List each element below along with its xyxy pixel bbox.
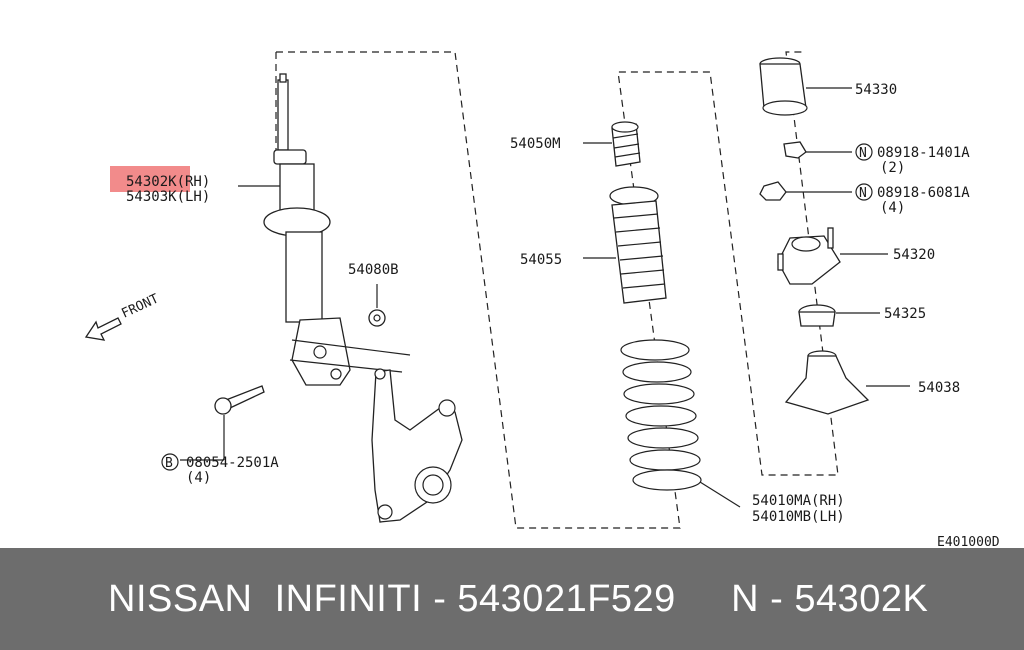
label-nut1[interactable]: 08918-1401A xyxy=(877,145,970,161)
label-spring-rh[interactable]: 54010MA(RH) xyxy=(752,493,845,509)
strut-mount-icon[interactable] xyxy=(777,227,841,285)
mount-cap-icon[interactable] xyxy=(759,57,808,116)
front-arrow-icon xyxy=(84,317,122,341)
label-bolt[interactable]: 08054-2501A xyxy=(186,455,279,471)
label-cap[interactable]: 54330 xyxy=(855,82,897,98)
strut-assembly-outline xyxy=(276,51,839,529)
label-strut-lh[interactable]: 54303K(LH) xyxy=(126,189,210,205)
bound-bumper-icon[interactable] xyxy=(611,121,641,167)
nut2-prefix: N xyxy=(859,186,867,201)
label-nut2[interactable]: 08918-6081A xyxy=(877,185,970,201)
label-seat[interactable]: 54038 xyxy=(918,380,960,396)
footer-text: NISSAN INFINITI - 543021F529 N - 54302K xyxy=(108,577,929,620)
label-nut2-qty: (4) xyxy=(880,200,905,216)
mount-bearing-icon[interactable] xyxy=(798,304,836,327)
label-nut1-qty: (2) xyxy=(880,160,905,176)
bushing-icon[interactable] xyxy=(368,309,386,327)
label-bolt-qty: (4) xyxy=(186,470,211,486)
nut1-prefix-circle xyxy=(855,143,873,161)
exploded-parts-diagram: FRONT xyxy=(84,51,1000,548)
nut2-prefix-circle xyxy=(855,183,873,201)
bolt-icon[interactable] xyxy=(214,385,265,415)
bolt-prefix: B xyxy=(165,456,173,471)
diagram-code: E401000D xyxy=(937,535,1000,548)
label-bushing[interactable]: 54080B xyxy=(348,262,399,278)
label-bound-bumper[interactable]: 54050M xyxy=(510,136,561,152)
part-highlight xyxy=(110,166,190,192)
nut-hex-icon[interactable] xyxy=(759,181,787,201)
label-strut-rh[interactable]: 54302K(RH) xyxy=(126,174,210,190)
spring-seat-icon[interactable] xyxy=(784,350,870,415)
nut1-prefix: N xyxy=(859,146,867,161)
strut-assembly-icon[interactable] xyxy=(263,73,411,386)
front-label: FRONT xyxy=(119,291,161,321)
dust-boot-icon[interactable] xyxy=(609,186,667,304)
coil-spring-icon[interactable] xyxy=(620,339,702,491)
steering-knuckle-icon xyxy=(371,368,463,523)
label-boot[interactable]: 54055 xyxy=(520,252,562,268)
nut-flange-icon[interactable] xyxy=(783,141,807,159)
part-number-footer: NISSAN INFINITI - 543021F529 N - 54302K xyxy=(0,548,1024,650)
label-bearing[interactable]: 54325 xyxy=(884,306,926,322)
label-spring-lh[interactable]: 54010MB(LH) xyxy=(752,509,845,525)
label-mount[interactable]: 54320 xyxy=(893,247,935,263)
bolt-prefix-circle xyxy=(161,453,179,471)
